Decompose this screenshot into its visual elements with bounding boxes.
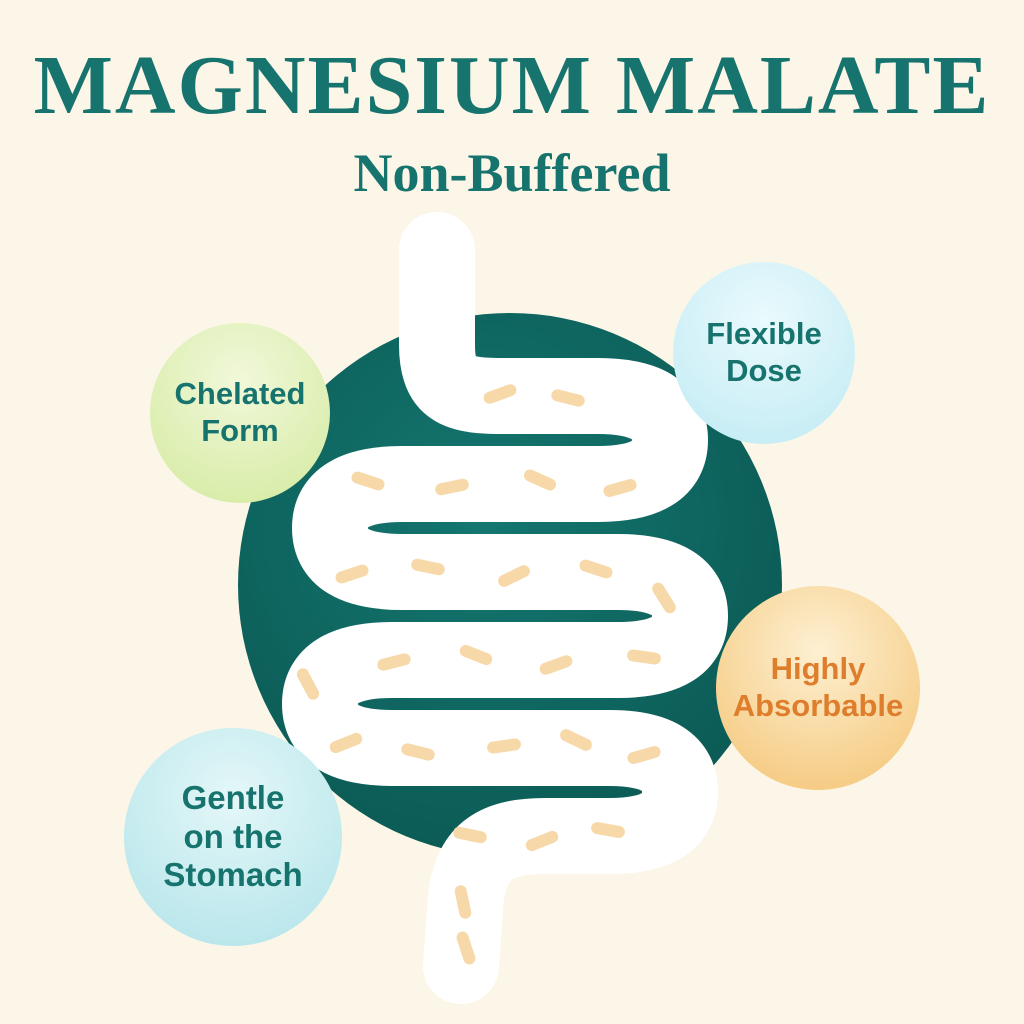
benefit-bubble-flexible-dose: Flexible Dose (673, 262, 855, 444)
bubble-text-line: Dose (726, 353, 802, 388)
benefit-bubble-chelated-form: Chelated Form (150, 323, 330, 503)
bubble-text-line: Gentle (181, 778, 285, 816)
bubble-text-line: Form (201, 413, 279, 448)
page-title: MAGNESIUM MALATE (33, 39, 991, 132)
page-subtitle: Non-Buffered (353, 143, 671, 203)
bubble-text-line: on the (183, 817, 283, 855)
intestine-tube (282, 212, 728, 1004)
benefit-bubble-gentle-on-stomach: Gentle on the Stomach (124, 728, 342, 946)
magnesium-particles (296, 384, 676, 965)
benefit-bubble-highly-absorbable: Highly Absorbable (716, 586, 920, 790)
bubble-text-line: Absorbable (732, 688, 904, 723)
bubble-text-line: Flexible (706, 316, 822, 352)
bubble-text-line: Highly (770, 651, 866, 687)
bubble-text-line: Stomach (163, 856, 303, 894)
bubble-text-line: Chelated (174, 376, 306, 412)
